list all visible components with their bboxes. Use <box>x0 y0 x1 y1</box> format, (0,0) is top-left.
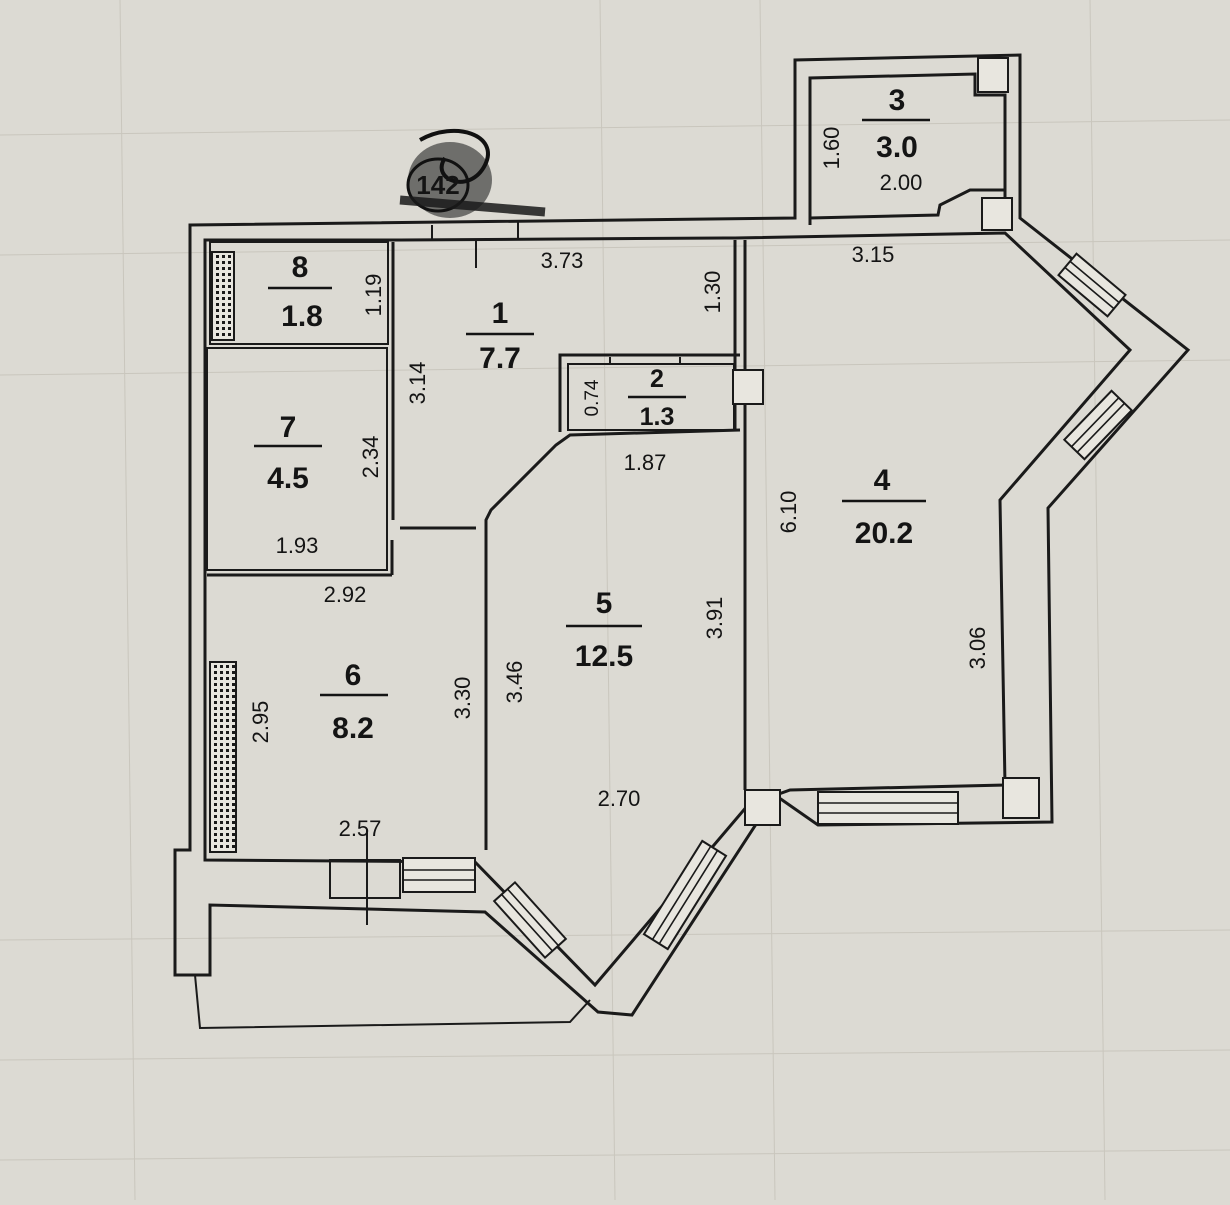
radiator-grille <box>216 255 231 336</box>
room-5-label: 5 12.5 <box>566 587 642 673</box>
interior-walls <box>206 222 764 850</box>
room-8-label: 8 1.8 <box>268 251 332 333</box>
dim-3-73: 3.73 <box>541 248 584 273</box>
dim-3-30: 3.30 <box>450 677 475 720</box>
room-6-label: 6 8.2 <box>320 659 388 745</box>
room-2-number: 2 <box>650 365 664 393</box>
room-5-number: 5 <box>596 587 613 620</box>
storage-room-walls <box>808 57 1013 231</box>
room-2-label: 2 1.3 <box>628 365 686 431</box>
room-1-area: 7.7 <box>479 342 521 375</box>
dim-3-06: 3.06 <box>965 627 990 670</box>
room-7-area: 4.5 <box>267 462 309 495</box>
dim-6-10: 6.10 <box>776 491 801 534</box>
dim-3-15: 3.15 <box>852 242 895 267</box>
dim-1-19: 1.19 <box>361 274 386 317</box>
room-labels: 1 7.7 2 1.3 3 3.0 4 20.2 5 12.5 6 8.2 <box>254 84 930 745</box>
dim-2-95: 2.95 <box>248 701 273 744</box>
room-1-label: 1 7.7 <box>466 297 534 375</box>
room-3-area: 3.0 <box>876 131 918 164</box>
dim-1-87: 1.87 <box>624 450 667 475</box>
dimension-labels: 3.73 1.30 3.14 1.19 1.60 2.00 3.15 0.74 … <box>248 127 990 841</box>
apartment-number-mark: 142 <box>399 128 546 218</box>
room-6-area: 8.2 <box>332 712 374 745</box>
dim-0-74: 0.74 <box>582 379 603 416</box>
dim-1-93: 1.93 <box>276 533 319 558</box>
room-5-area: 12.5 <box>575 640 633 673</box>
dim-2-92: 2.92 <box>324 582 367 607</box>
room-2-area: 1.3 <box>640 403 675 431</box>
dim-1-30: 1.30 <box>700 271 725 314</box>
apartment-number: 142 <box>416 170 459 200</box>
windows <box>329 240 1134 960</box>
room-8-area: 1.8 <box>281 300 323 333</box>
dim-1-60: 1.60 <box>819 127 844 170</box>
room-6-number: 6 <box>345 659 362 692</box>
dim-2-34: 2.34 <box>358 436 383 479</box>
room-8-number: 8 <box>292 251 309 284</box>
radiator-grille <box>214 665 235 848</box>
room-4-area: 20.2 <box>855 517 913 550</box>
room-7-label: 7 4.5 <box>254 411 322 495</box>
dim-3-14: 3.14 <box>405 362 430 405</box>
dim-2-00: 2.00 <box>880 170 923 195</box>
room-7-number: 7 <box>280 411 297 444</box>
room-4-label: 4 20.2 <box>842 464 926 550</box>
dim-2-70: 2.70 <box>598 786 641 811</box>
room-3-number: 3 <box>889 84 906 117</box>
room-4-number: 4 <box>874 464 891 497</box>
room-3-label: 3 3.0 <box>862 84 930 164</box>
room-1-number: 1 <box>492 297 509 330</box>
dim-3-46: 3.46 <box>502 661 527 704</box>
dim-3-91: 3.91 <box>702 597 727 640</box>
dim-2-57: 2.57 <box>339 816 382 841</box>
